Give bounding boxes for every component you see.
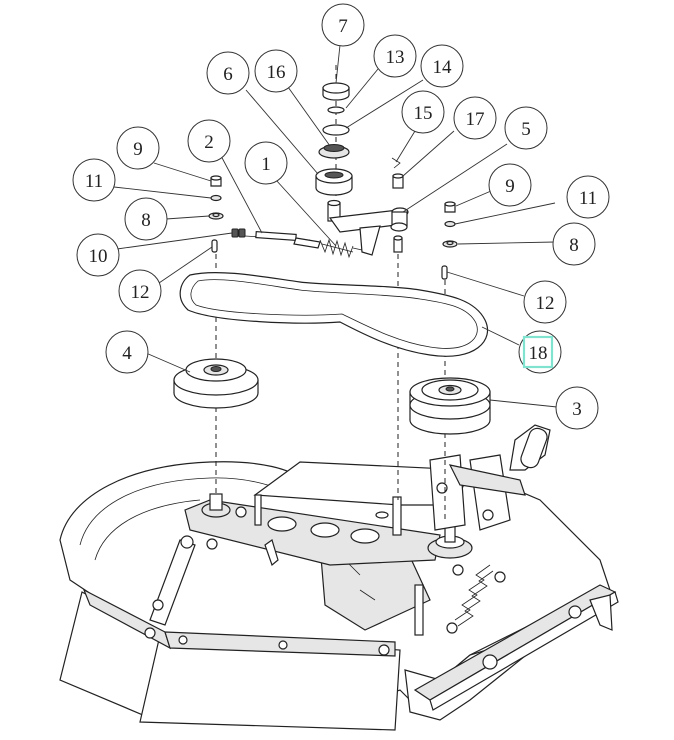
tension-spring-lower [454, 564, 494, 627]
idler-arm [328, 157, 409, 256]
hardware-left [208, 175, 246, 253]
leader-lines [113, 44, 558, 408]
svg-text:5: 5 [521, 119, 531, 140]
svg-text:7: 7 [338, 16, 348, 37]
callout-18-highlight-box [522, 335, 554, 369]
callout-10: 10 [76, 233, 120, 277]
callout-14: 14 [420, 44, 464, 88]
callout-3: 3 [555, 386, 599, 430]
callout-7: 7 [321, 3, 365, 47]
svg-text:8: 8 [569, 235, 579, 256]
pulley-right [409, 377, 491, 435]
svg-text:6: 6 [223, 64, 233, 85]
drive-belt [179, 271, 489, 357]
svg-text:10: 10 [89, 246, 108, 267]
callout-8-left: 8 [124, 197, 168, 241]
svg-text:4: 4 [122, 343, 132, 364]
svg-text:18: 18 [529, 343, 548, 364]
callout-11-right: 11 [566, 175, 610, 219]
svg-text:1: 1 [261, 154, 271, 175]
callout-8-right: 8 [552, 222, 596, 266]
svg-text:9: 9 [133, 139, 143, 160]
callout-5: 5 [504, 106, 548, 150]
svg-text:15: 15 [414, 103, 433, 124]
callout-4: 4 [105, 330, 149, 374]
callout-16: 16 [254, 49, 298, 93]
svg-text:11: 11 [85, 171, 103, 192]
svg-text:13: 13 [386, 47, 405, 68]
hardware-right [441, 201, 458, 280]
svg-text:16: 16 [267, 62, 286, 83]
svg-text:12: 12 [131, 282, 150, 303]
mower-deck [59, 424, 619, 731]
callout-12-left: 12 [118, 269, 162, 313]
callout-17: 17 [453, 96, 497, 140]
callout-9-left: 9 [116, 126, 160, 170]
svg-text:12: 12 [536, 293, 555, 314]
svg-text:3: 3 [572, 399, 582, 420]
callout-12-right: 12 [523, 280, 567, 324]
callout-18: 18 [518, 330, 562, 374]
callout-6: 6 [206, 51, 250, 95]
callout-15: 15 [401, 90, 445, 134]
svg-text:9: 9 [505, 176, 515, 197]
callout-11-left: 11 [72, 158, 116, 202]
tension-spring-upper [244, 230, 363, 259]
svg-text:14: 14 [433, 57, 453, 78]
svg-text:8: 8 [141, 210, 151, 231]
svg-text:11: 11 [579, 188, 597, 209]
idler-stack [315, 82, 353, 222]
callout-13: 13 [373, 34, 417, 78]
callout-9-right: 9 [488, 163, 532, 207]
pulley-left [173, 358, 259, 409]
svg-text:2: 2 [204, 132, 214, 153]
callout-2: 2 [187, 119, 231, 163]
svg-text:17: 17 [466, 109, 485, 130]
callout-1: 1 [244, 141, 288, 185]
